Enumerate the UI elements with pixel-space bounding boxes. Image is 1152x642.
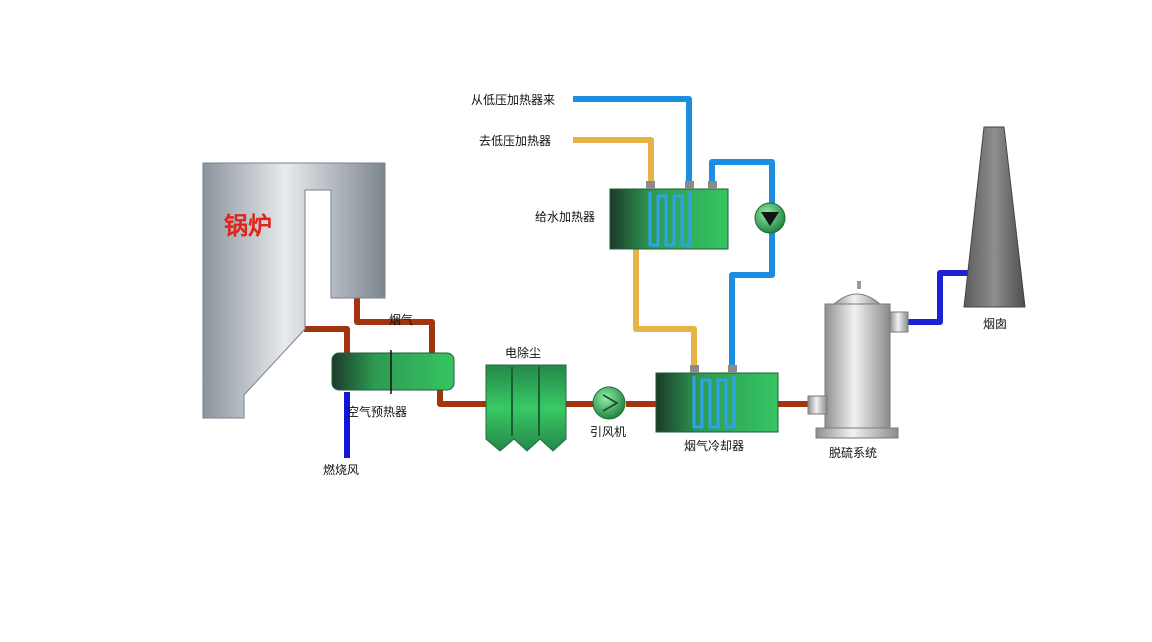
flue-gas-cooler	[655, 365, 779, 433]
flue-gas-cooler-label: 烟气冷却器	[684, 438, 744, 453]
air-preheater	[331, 350, 455, 394]
feedwater-heater	[609, 181, 729, 250]
chimney-label: 烟囱	[983, 317, 1007, 331]
combustion-air-label: 燃烧风	[323, 462, 359, 477]
to-lp-heater-label: 去低压加热器	[479, 134, 551, 148]
flue-pipe-preheater-to-esp	[437, 390, 486, 407]
air-preheater-label: 空气预热器	[347, 404, 407, 419]
feedwater-heater-label: 给水加热器	[535, 210, 595, 224]
pump-icon	[754, 202, 786, 234]
flue-gas-label: 烟气	[389, 312, 413, 327]
fan-icon	[592, 386, 626, 420]
electrostatic-precipitator	[485, 364, 567, 452]
chimney	[963, 126, 1026, 308]
pipe-fgd-to-chimney	[906, 270, 972, 325]
boiler-label: 锅炉	[224, 212, 272, 240]
flue-pipe-boiler-to-preheater	[354, 298, 435, 360]
hot-air-pipe	[304, 326, 350, 360]
desulfurization-label: 脱硫系统	[829, 445, 877, 460]
pipe-to-lp-heater	[573, 137, 654, 182]
pipe-heater-to-cooler	[633, 248, 697, 366]
from-lp-heater-label: 从低压加热器来	[471, 93, 555, 107]
desulfurization-tower	[807, 281, 909, 439]
id-fan-label: 引风机	[590, 425, 626, 439]
pipe-from-lp-heater	[573, 96, 692, 182]
esp-label: 电除尘	[505, 345, 541, 360]
boiler: 锅炉	[202, 162, 386, 419]
